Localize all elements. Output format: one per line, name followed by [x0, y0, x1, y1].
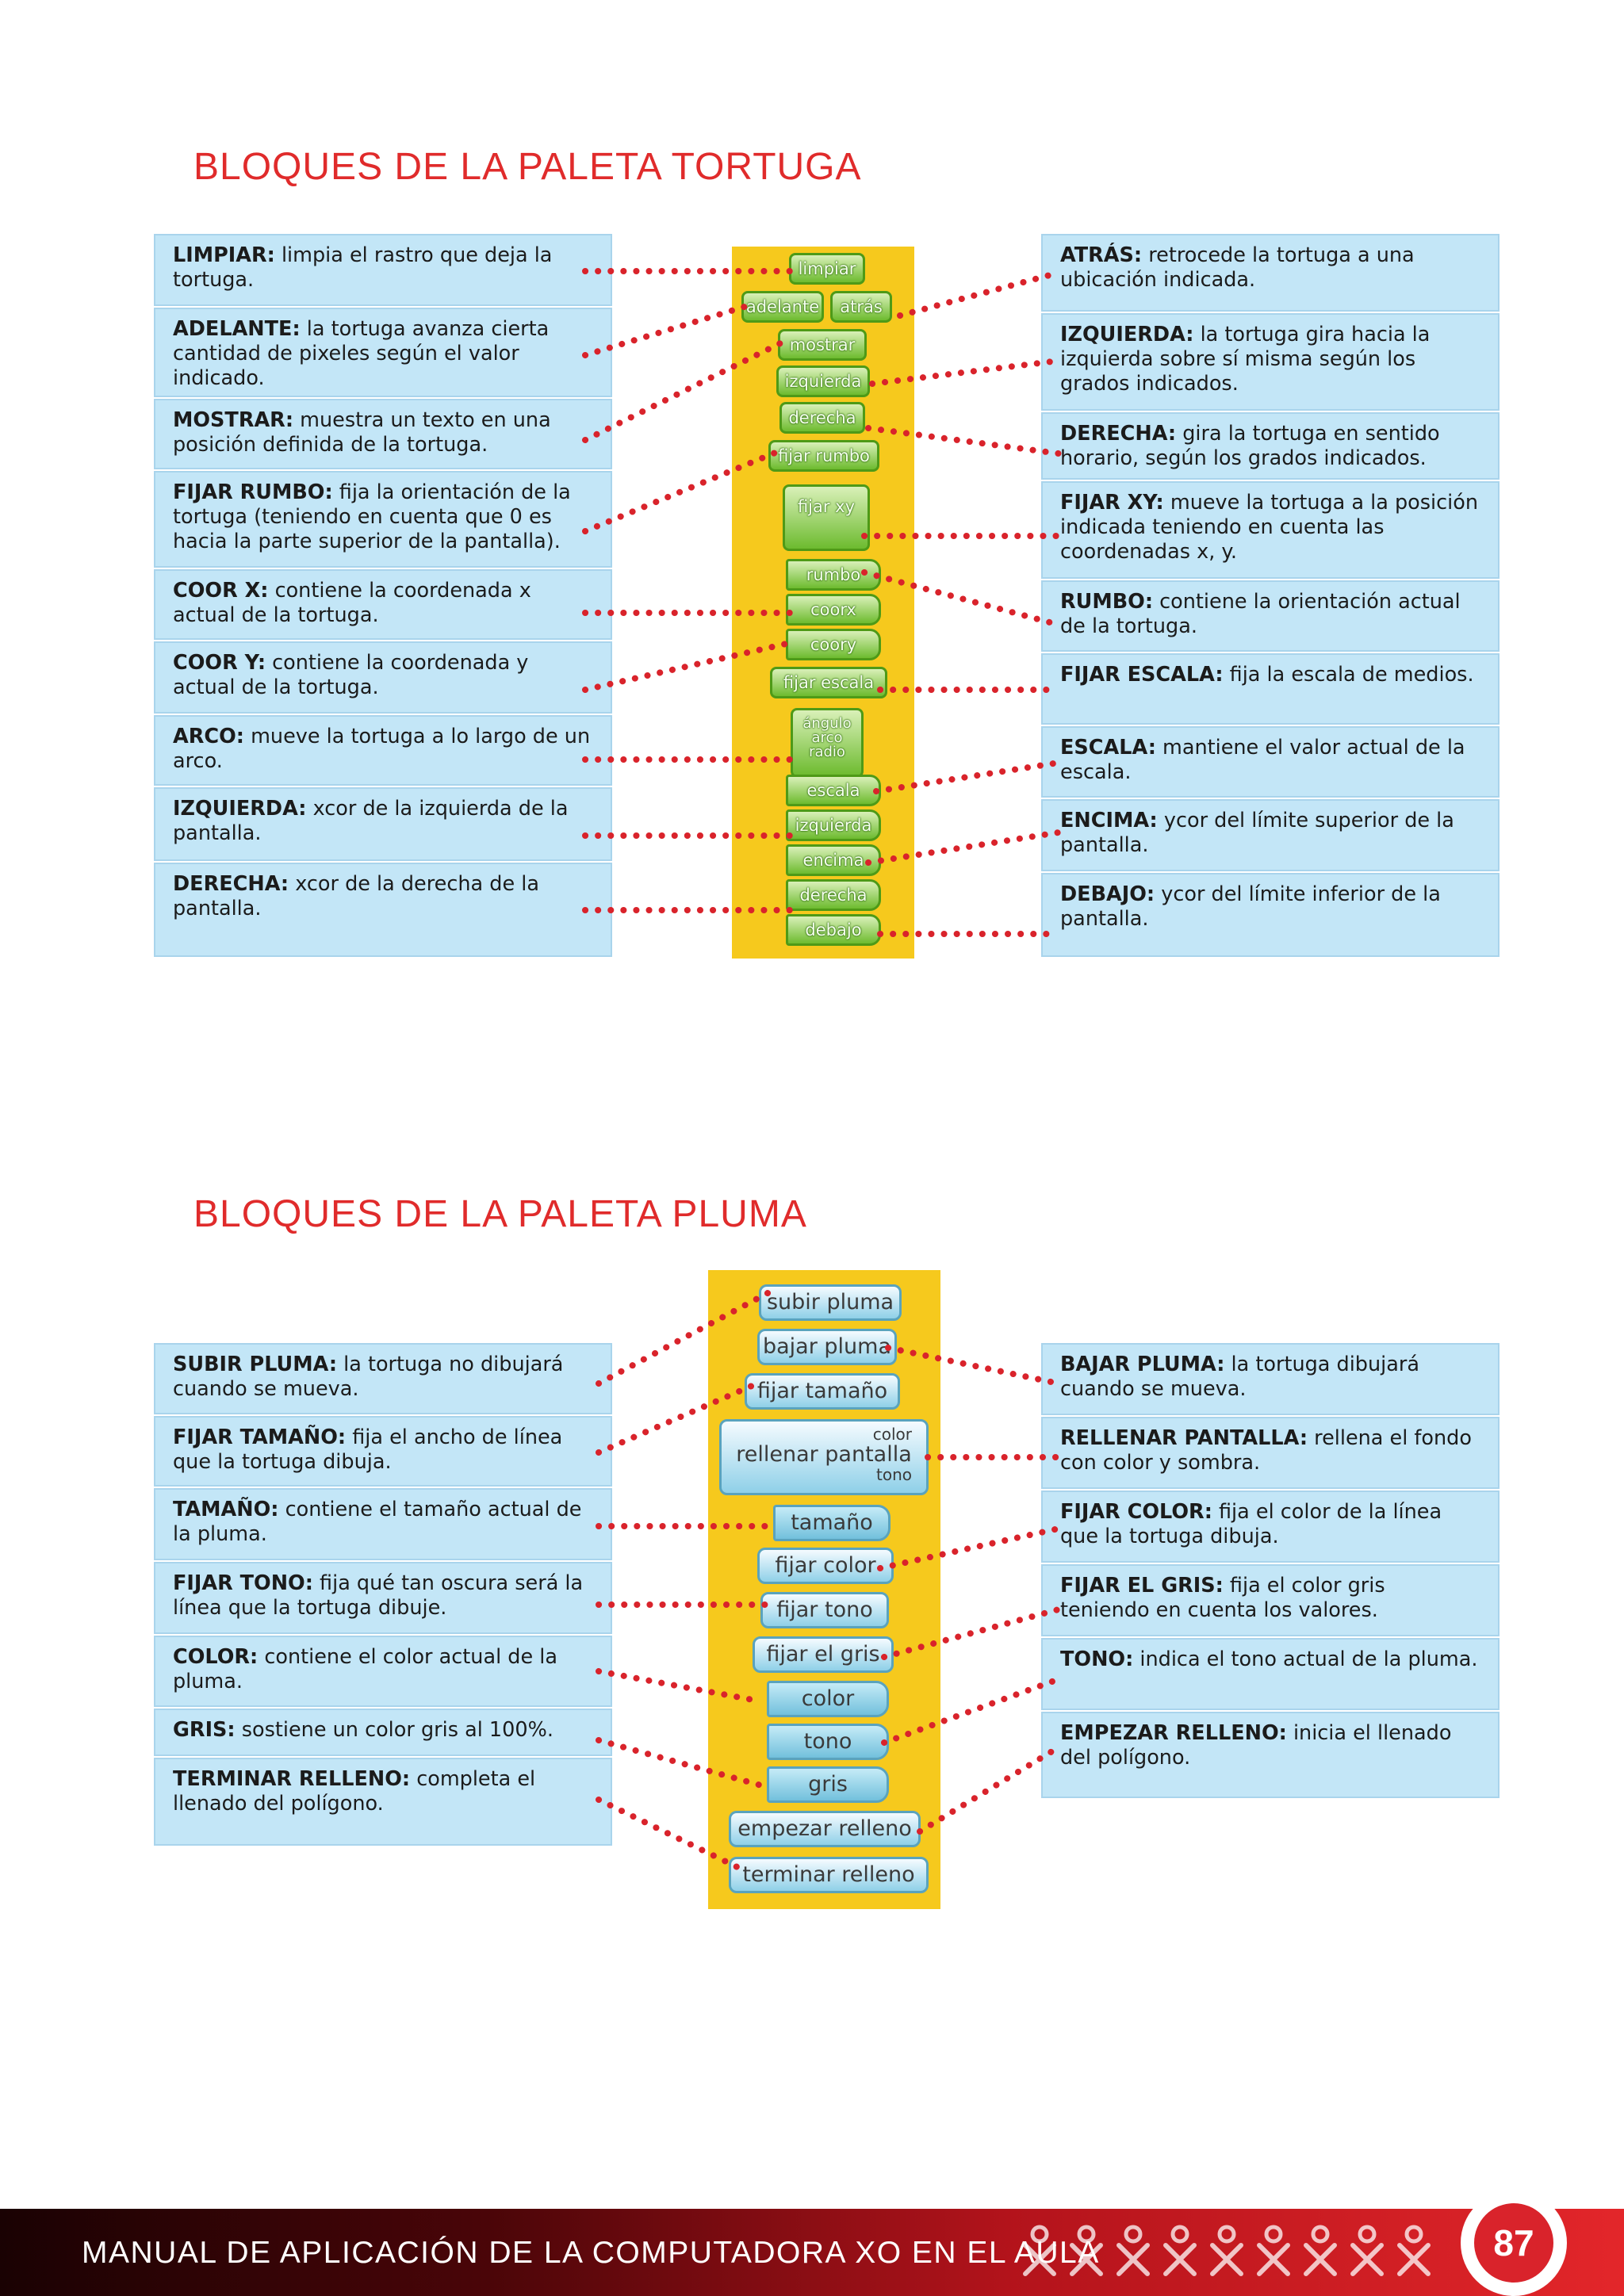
block-fijar-tono[interactable]: fijar tono [760, 1592, 889, 1628]
desc-gris: GRIS: sostiene un color gris al 100%. [154, 1709, 612, 1756]
xo-figure-icon [1070, 2225, 1103, 2276]
block-tamano[interactable]: tamaño [773, 1505, 891, 1541]
xo-figure-icon [1023, 2225, 1056, 2276]
desc-tamano: TAMAÑO: contiene el tamaño actual de la … [154, 1488, 612, 1560]
xo-figure-icon [1210, 2225, 1243, 2276]
footer-title: MANUAL DE APLICACIÓN DE LA COMPUTADORA X… [82, 2236, 1100, 2270]
xo-logo-row [1019, 2225, 1434, 2277]
desc-encima: ENCIMA: ycor del límite superior de la p… [1041, 799, 1500, 871]
block-rellenar-pantalla[interactable]: color rellenar pantalla tono [719, 1419, 929, 1495]
desc-fijar-el-gris: FIJAR EL GRIS: fija el color gris tenien… [1041, 1564, 1500, 1636]
desc-subir-pluma: SUBIR PLUMA: la tortuga no dibujará cuan… [154, 1343, 612, 1414]
desc-izquierda-xcor: IZQUIERDA: xcor de la izquierda de la pa… [154, 787, 612, 861]
desc-color: COLOR: contiene el color actual de la pl… [154, 1636, 612, 1707]
block-izquierda-xcor[interactable]: izquierda [786, 809, 881, 841]
desc-fijar-xy: FIJAR XY: mueve la tortuga a la posición… [1041, 481, 1500, 579]
block-tono[interactable]: tono [767, 1724, 889, 1760]
desc-derecha-xcor: DERECHA: xcor de la derecha de la pantal… [154, 863, 612, 957]
desc-fijar-escala: FIJAR ESCALA: fija la escala de medios. [1041, 653, 1500, 725]
desc-terminar-relleno: TERMINAR RELLENO: completa el llenado de… [154, 1758, 612, 1846]
block-limpiar[interactable]: limpiar [789, 253, 865, 285]
tortuga-right-descriptions: ATRÁS: retrocede la tortuga a una ubicac… [1041, 234, 1500, 957]
xo-figure-icon [1257, 2225, 1290, 2276]
page-number: 87 [1474, 2203, 1553, 2283]
desc-tono: TONO: indica el tono actual de la pluma. [1041, 1638, 1500, 1710]
block-fijar-xy[interactable]: fijar xy [783, 484, 870, 551]
block-fijar-tamano[interactable]: fijar tamaño [745, 1373, 900, 1410]
desc-arco: ARCO: mueve la tortuga a lo largo de un … [154, 715, 612, 786]
block-subir-pluma[interactable]: subir pluma [759, 1284, 902, 1321]
xo-figure-icon [1350, 2225, 1384, 2276]
desc-empezar-relleno: EMPEZAR RELLENO: inicia el llenado del p… [1041, 1712, 1500, 1798]
xo-figure-icon [1397, 2225, 1431, 2276]
desc-fijar-color: FIJAR COLOR: fija el color de la línea q… [1041, 1490, 1500, 1563]
page-number-badge: 87 [1461, 2190, 1567, 2296]
tortuga-block-palette: limpiar adelante atrás mostrar izquierda… [732, 247, 914, 959]
desc-limpiar: LIMPIAR: limpia el rastro que deja la to… [154, 234, 612, 306]
block-encima[interactable]: encima [786, 844, 881, 876]
desc-debajo: DEBAJO: ycor del límite inferior de la p… [1041, 873, 1500, 957]
block-coorx[interactable]: coorx [786, 594, 881, 626]
block-arco[interactable]: ángulo arco radio [791, 708, 864, 778]
block-fijar-color[interactable]: fijar color [757, 1548, 894, 1584]
desc-bajar-pluma: BAJAR PLUMA: la tortuga dibujará cuando … [1041, 1343, 1500, 1415]
block-fijar-xy-label: fijar xy [797, 497, 856, 516]
xo-figure-icon [1163, 2225, 1197, 2276]
desc-coor-x: COOR X: contiene la coordenada x actual … [154, 569, 612, 640]
block-fijar-rumbo[interactable]: fijar rumbo [768, 440, 879, 472]
block-derecha[interactable]: derecha [779, 402, 865, 434]
block-terminar-relleno[interactable]: terminar relleno [729, 1857, 929, 1893]
desc-rellenar-pantalla: RELLENAR PANTALLA: rellena el fondo con … [1041, 1417, 1500, 1489]
block-debajo[interactable]: debajo [786, 914, 881, 946]
xo-figure-icon [1116, 2225, 1150, 2276]
block-bajar-pluma[interactable]: bajar pluma [757, 1329, 897, 1365]
desc-adelante: ADELANTE: la tortuga avanza cierta canti… [154, 308, 612, 397]
pluma-right-descriptions: BAJAR PLUMA: la tortuga dibujará cuando … [1041, 1343, 1500, 1798]
block-empezar-relleno[interactable]: empezar relleno [729, 1811, 921, 1847]
block-arco-label: arco [811, 729, 843, 746]
desc-fijar-tono: FIJAR TONO: fija qué tan oscura será la … [154, 1562, 612, 1634]
desc-fijar-tamano: FIJAR TAMAÑO: fija el ancho de línea que… [154, 1416, 612, 1487]
block-rellenar-tono-arg: tono [876, 1465, 912, 1484]
block-fijar-escala[interactable]: fijar escala [770, 667, 887, 698]
block-rellenar-label: rellenar pantalla [736, 1442, 912, 1467]
block-escala[interactable]: escala [786, 775, 881, 806]
block-coory[interactable]: coory [786, 629, 881, 660]
block-derecha-xcor[interactable]: derecha [786, 879, 881, 911]
page-footer: MANUAL DE APLICACIÓN DE LA COMPUTADORA X… [0, 2209, 1624, 2296]
block-rumbo[interactable]: rumbo [786, 559, 881, 591]
pluma-block-palette: subir pluma bajar pluma fijar tamaño col… [708, 1270, 940, 1909]
tortuga-left-descriptions: LIMPIAR: limpia el rastro que deja la to… [154, 234, 612, 957]
block-gris[interactable]: gris [767, 1766, 889, 1803]
desc-izquierda-gira: IZQUIERDA: la tortuga gira hacia la izqu… [1041, 313, 1500, 411]
section-title-pluma: BLOQUES DE LA PALETA PLUMA [193, 1193, 807, 1235]
block-atras[interactable]: atrás [830, 291, 892, 323]
block-mostrar[interactable]: mostrar [778, 329, 867, 361]
desc-escala: ESCALA: mantiene el valor actual de la e… [1041, 726, 1500, 798]
block-arco-angulo: ángulo [802, 715, 852, 732]
section-title-tortuga: BLOQUES DE LA PALETA TORTUGA [193, 146, 862, 188]
desc-mostrar: MOSTRAR: muestra un texto en una posició… [154, 399, 612, 469]
pluma-left-descriptions: SUBIR PLUMA: la tortuga no dibujará cuan… [154, 1343, 612, 1846]
block-adelante[interactable]: adelante [741, 291, 824, 323]
xo-figure-icon [1304, 2225, 1337, 2276]
block-izquierda[interactable]: izquierda [776, 365, 870, 397]
block-fijar-el-gris[interactable]: fijar el gris [753, 1636, 894, 1673]
block-arco-radio: radio [809, 744, 845, 760]
desc-derecha-gira: DERECHA: gira la tortuga en sentido hora… [1041, 412, 1500, 480]
desc-rumbo: RUMBO: contiene la orientación actual de… [1041, 580, 1500, 652]
desc-atras: ATRÁS: retrocede la tortuga a una ubicac… [1041, 234, 1500, 312]
desc-fijar-rumbo: FIJAR RUMBO: fija la orientación de la t… [154, 471, 612, 568]
block-rellenar-color-arg: color [872, 1425, 912, 1444]
block-color[interactable]: color [767, 1681, 889, 1717]
desc-coor-y: COOR Y: contiene la coordenada y actual … [154, 641, 612, 714]
